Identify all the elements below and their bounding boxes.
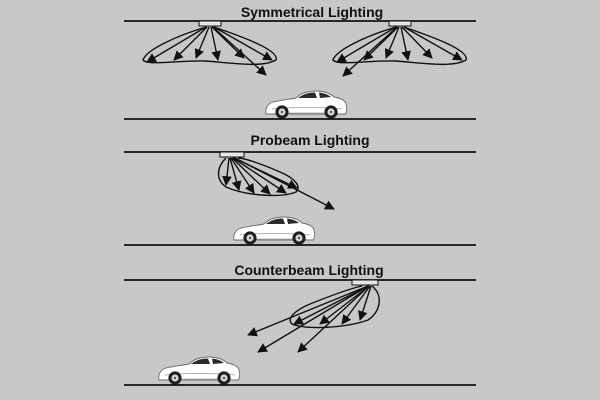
arrow-icon bbox=[211, 26, 245, 59]
arrow-icon bbox=[222, 157, 232, 186]
arrow-icon bbox=[336, 26, 397, 63]
arrow-icon bbox=[384, 26, 400, 59]
light-rays-probeam bbox=[222, 157, 335, 210]
light-distribution-lobe bbox=[142, 26, 277, 66]
arrow-icon bbox=[210, 26, 221, 61]
light-rays-counterbeam bbox=[247, 285, 372, 353]
arrow-icon bbox=[247, 285, 369, 337]
arrow-icon bbox=[257, 285, 369, 353]
car-icon bbox=[265, 90, 348, 120]
arrow-icon bbox=[231, 157, 271, 195]
light-distribution-lobe bbox=[217, 157, 299, 197]
arrow-icon bbox=[400, 26, 411, 61]
section-symmetrical: Symmetrical Lighting bbox=[124, 4, 476, 120]
light-distribution-lobe bbox=[332, 26, 467, 66]
arrow-icon bbox=[358, 285, 372, 321]
arrow-icon bbox=[297, 285, 370, 353]
car-icon bbox=[158, 356, 241, 386]
section-title-symmetrical: Symmetrical Lighting bbox=[241, 4, 383, 20]
light-fixture-icon bbox=[219, 151, 245, 158]
section-title-probeam: Probeam Lighting bbox=[251, 132, 370, 148]
arrow-icon bbox=[293, 285, 369, 325]
arrow-icon bbox=[213, 26, 273, 61]
arrow-icon bbox=[232, 157, 287, 194]
arrow-icon bbox=[319, 285, 370, 325]
light-fixture-icon bbox=[388, 20, 412, 27]
arrow-icon bbox=[229, 157, 242, 191]
light-fixture-icon bbox=[198, 20, 222, 27]
light-fixture-icon bbox=[351, 279, 379, 286]
car-icon bbox=[233, 216, 316, 246]
arrow-icon bbox=[234, 157, 335, 210]
light-distribution-lobe bbox=[289, 285, 380, 329]
arrow-icon bbox=[341, 285, 371, 325]
section-title-counterbeam: Counterbeam Lighting bbox=[234, 262, 383, 278]
arrow-icon bbox=[403, 26, 463, 61]
arrow-icon bbox=[230, 157, 255, 194]
light-rays-left bbox=[146, 26, 273, 76]
arrow-icon bbox=[401, 26, 433, 59]
arrow-icon bbox=[363, 26, 399, 61]
arrow-icon bbox=[194, 26, 210, 59]
section-counterbeam: Counterbeam Lighting bbox=[124, 262, 476, 386]
arrow-icon bbox=[146, 26, 207, 63]
section-probeam: Probeam Lighting bbox=[124, 132, 476, 246]
arrow-icon bbox=[173, 26, 208, 61]
light-rays-right bbox=[336, 26, 463, 77]
arrow-icon bbox=[212, 26, 267, 76]
